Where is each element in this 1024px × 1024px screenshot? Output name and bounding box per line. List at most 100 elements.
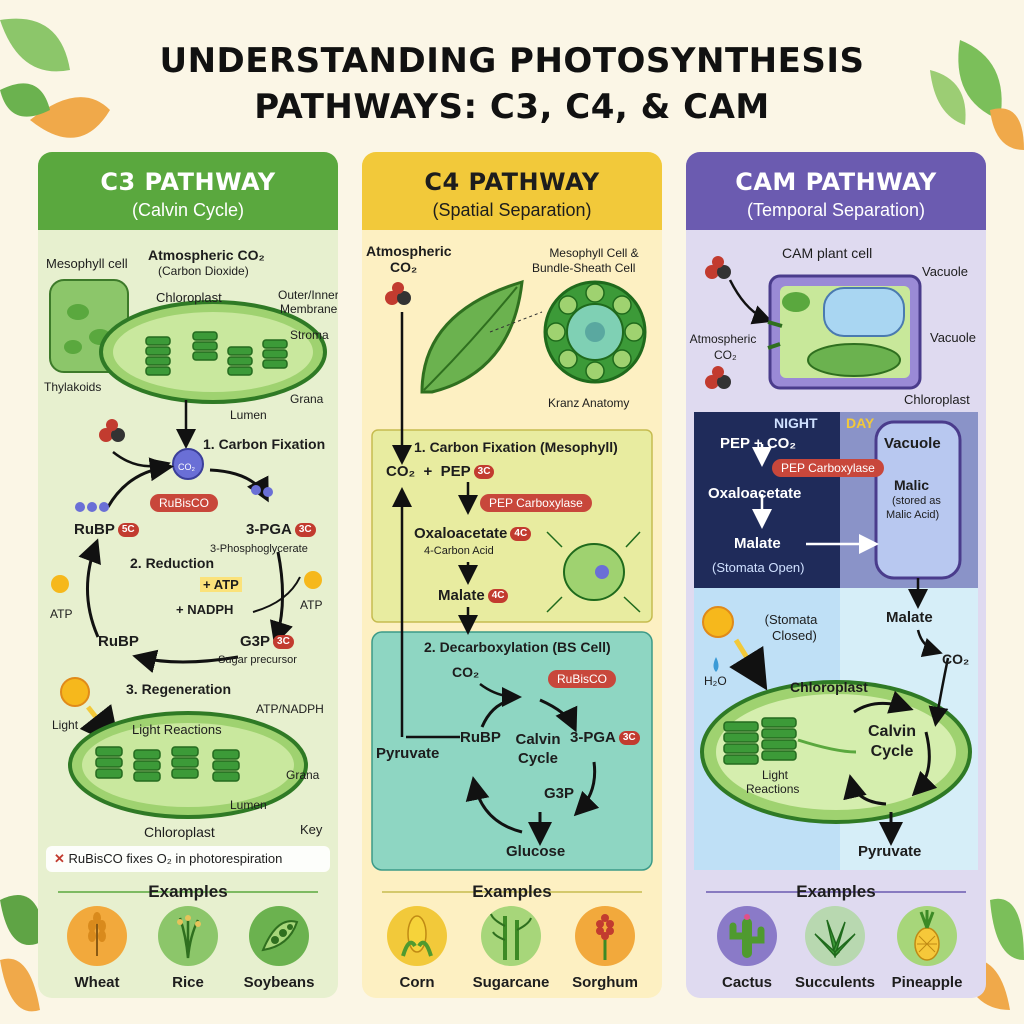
cam-reactions-label: Reactions (746, 782, 800, 796)
cam-chloroplast-main-label: Chloroplast (790, 679, 868, 695)
c3-chloroplast-bottom-label: Chloroplast (144, 824, 215, 840)
example-succulents-label: Succulents (794, 974, 876, 991)
c3-examples-heading: Examples (148, 882, 228, 901)
cam-header: CAM PATHWAY (Temporal Separation) (686, 152, 986, 230)
example-sorghum-label: Sorghum (572, 974, 638, 991)
c4-g3p-label: G3P (544, 785, 575, 802)
stomata-closed-label-1: (Stomata (764, 612, 818, 627)
cam-vacuole-label-2: Vacuole (930, 330, 977, 345)
c4-step-carbon-fixation: 1. Carbon Fixation (Mesophyll) (414, 439, 618, 455)
c4-pga-carbon-badge: 3C (618, 731, 640, 746)
stroma-label: Stroma (290, 328, 329, 342)
c3-chloroplast-label: Chloroplast (156, 290, 222, 305)
cam-day-vacuole-label: Vacuole (884, 435, 941, 452)
c4-bs-co2-label: CO₂ (452, 664, 480, 680)
cam-diagram (694, 256, 978, 893)
light-label: Light (52, 718, 79, 732)
c4-co2-label: CO₂ (386, 463, 416, 480)
example-rice-label: Rice (172, 974, 204, 991)
cam-subtitle: (Temporal Separation) (746, 200, 926, 220)
cam-plant-cell-label: CAM plant cell (782, 245, 873, 261)
cam-released-co2-label: CO₂ (942, 651, 970, 667)
cam-light-label: Light (761, 768, 789, 782)
soybean-icon (249, 906, 309, 966)
malate-carbon-badge: 4C (487, 589, 509, 604)
h2o-label: H₂O (704, 674, 727, 688)
membrane-label: Membrane (280, 302, 338, 316)
kranz-anatomy-label: Kranz Anatomy (548, 396, 630, 410)
cam-vacuole-label: Vacuole (922, 264, 969, 279)
mesophyll-bs-label-2: Bundle-Sheath Cell (532, 261, 636, 275)
c3-diagram (46, 279, 330, 893)
cam-calvin-label: Calvin (867, 723, 916, 740)
outer-inner-label: Outer/Inner (278, 288, 338, 302)
c4-title: C4 PATHWAY (424, 168, 600, 196)
wheat-icon (67, 906, 127, 966)
example-soybeans: Soybeans (234, 906, 324, 991)
pineapple-icon (897, 906, 957, 966)
cam-pep-carboxylase-badge: PEP Carboxylase (772, 459, 884, 477)
day-label: DAY (846, 415, 875, 431)
c4-oxaloacetate-label: Oxaloacetate (414, 525, 508, 542)
atp-plus-label: + ATP (200, 577, 242, 592)
cam-chloroplast-label: Chloroplast (904, 392, 970, 407)
cam-oxaloacetate-label: Oxaloacetate (708, 485, 802, 502)
c4-panel: C4 PATHWAY (Spatial Separation) (362, 152, 662, 998)
four-carbon-acid-label: 4-Carbon Acid (424, 545, 494, 557)
grana-bottom-label: Grana (286, 768, 320, 782)
carbon-dioxide-label: (Carbon Dioxide) (158, 264, 249, 278)
c4-calvin-label: Calvin (515, 731, 561, 748)
sugarcane-icon (481, 906, 541, 966)
mesophyll-cell-label: Mesophyll cell (46, 256, 128, 271)
grana-label: Grana (290, 392, 324, 406)
atp-right-label: ATP (300, 598, 323, 612)
example-wheat-label: Wheat (74, 974, 120, 991)
cam-pep-co2-label: PEP + CO₂ (720, 435, 797, 452)
example-sugarcane-label: Sugarcane (472, 974, 550, 991)
photorespiration-note: RuBisCO fixes O₂ in photorespiration (68, 851, 283, 866)
c4-pga-label: 3-PGA (570, 729, 616, 746)
example-pineapple-label: Pineapple (891, 974, 963, 991)
c3-rubp-label: RuBP (74, 521, 115, 538)
example-succulents: Succulents (790, 906, 880, 991)
atp-nadph-label: ATP/NADPH (256, 702, 324, 716)
c4-examples-heading: Examples (472, 882, 552, 901)
c3-rubisco-badge: RuBisCO (150, 494, 219, 512)
c4-step-decarboxylation: 2. Decarboxylation (BS Cell) (424, 639, 611, 655)
c3-light-reactions-label: Light Reactions (132, 722, 222, 737)
cam-title: CAM PATHWAY (735, 168, 937, 196)
c4-pyruvate-label: Pyruvate (376, 745, 440, 762)
corn-icon (387, 906, 447, 966)
lumen-bottom-label: Lumen (230, 798, 267, 812)
example-wheat: Wheat (52, 906, 142, 991)
example-sugarcane: Sugarcane (466, 906, 556, 991)
stored-as-label: (stored as (892, 495, 941, 507)
title-line-1: UNDERSTANDING PHOTOSYNTHESIS (159, 41, 865, 81)
c3-sun-icon (60, 677, 90, 707)
c4-rubp-label: RuBP (460, 729, 501, 746)
plus-sign: + (423, 463, 433, 480)
cam-day-malate-label: Malate (886, 609, 933, 626)
night-label: NIGHT (774, 415, 818, 431)
c4-cycle-label: Cycle (517, 750, 559, 767)
c3-pga-label: 3-PGA (246, 521, 292, 538)
oxaloacetate-carbon-badge: 4C (510, 527, 532, 542)
c3-g3p-label: G3P (240, 633, 271, 650)
title-line-2: PATHWAYS: C3, C4, & CAM (254, 87, 770, 127)
cam-cycle-label: Cycle (870, 743, 914, 760)
c4-diagram (371, 279, 653, 893)
mesophyll-bs-label-1: Mesophyll Cell & (549, 246, 639, 260)
stomata-open-label: (Stomata Open) (712, 560, 805, 575)
c3-rubp-bottom-label: RuBP (98, 633, 139, 650)
cam-pyruvate-label: Pyruvate (858, 843, 922, 860)
c4-header: C4 PATHWAY (Spatial Separation) (362, 152, 662, 230)
example-cactus-label: Cactus (721, 974, 773, 991)
stomata-closed-label-2: Closed) (772, 628, 817, 643)
phosphoglycerate-label: 3-Phosphoglycerate (210, 543, 308, 555)
page-title: UNDERSTANDING PHOTOSYNTHESIS PATHWAYS: C… (0, 38, 1024, 130)
atp-left-label: ATP (50, 607, 73, 621)
sorghum-icon (575, 906, 635, 966)
cam-atm-co2-label: CO₂ (714, 348, 737, 362)
c4-atmospheric-label: Atmospheric (366, 243, 452, 259)
c3-title: C3 PATHWAY (100, 168, 276, 196)
